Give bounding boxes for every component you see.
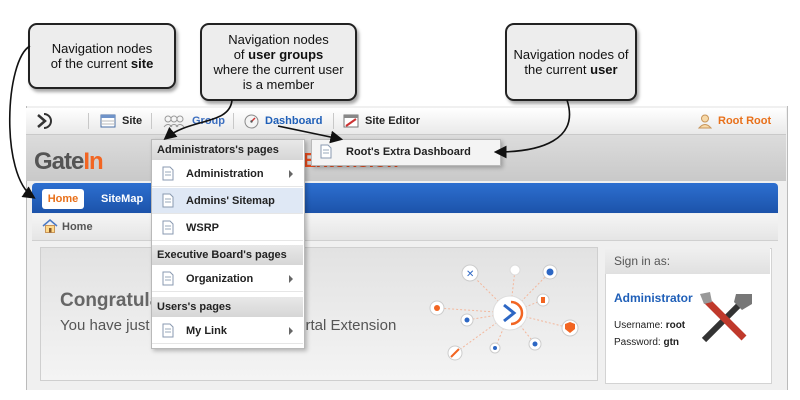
menu-item-label: WSRP bbox=[186, 222, 219, 234]
dashboard-dropdown-item[interactable]: Root's Extra Dashboard bbox=[311, 139, 501, 166]
toolbar-site-button[interactable]: Site bbox=[100, 108, 142, 134]
page-icon bbox=[162, 271, 174, 286]
group-icon bbox=[163, 115, 185, 128]
toolbar-site-editor-button[interactable]: Site Editor bbox=[343, 108, 420, 134]
toolbar-dashboard-button[interactable]: Dashboard bbox=[244, 108, 322, 134]
site-editor-icon bbox=[343, 114, 359, 128]
toolbar-divider bbox=[233, 113, 234, 129]
menu-item-my-link[interactable]: My Link bbox=[152, 318, 303, 344]
gatein-logo: GateIn bbox=[34, 148, 104, 176]
dashboard-icon bbox=[244, 114, 259, 128]
toolbar-user-label: Root Root bbox=[718, 115, 772, 127]
signin-header: Sign in as: bbox=[605, 248, 770, 274]
site-icon bbox=[100, 114, 116, 128]
signin-password: Password: gtn bbox=[614, 337, 680, 348]
gatein-hub-graphic: ✕ bbox=[429, 264, 579, 361]
gatein-swirl-icon bbox=[37, 113, 52, 129]
menu-section-header: Executive Board's pages bbox=[152, 245, 303, 265]
callout-groups-bold: user groups bbox=[248, 47, 324, 62]
signin-username: Username: root bbox=[614, 320, 686, 331]
submenu-arrow-icon bbox=[289, 275, 293, 283]
page-icon bbox=[162, 323, 174, 338]
callout-user-line1: Navigation nodes of bbox=[513, 47, 629, 62]
nav-sitemap-tab[interactable]: SiteMap bbox=[101, 193, 144, 205]
logo-text-a: Gate bbox=[34, 148, 84, 175]
toolbar-divider bbox=[151, 113, 152, 129]
callout-site: Navigation nodes of the current site bbox=[28, 23, 176, 89]
toolbar-user-button[interactable]: Root Root bbox=[698, 108, 771, 134]
menu-item-label: Administration bbox=[186, 168, 264, 180]
callout-site-bold: site bbox=[130, 56, 154, 71]
toolbar-dashboard-label: Dashboard bbox=[265, 115, 323, 127]
svg-text:✕: ✕ bbox=[466, 269, 474, 280]
callout-user-line2: the current bbox=[524, 62, 591, 77]
callout-site-line2: of the current bbox=[50, 56, 131, 71]
toolbar-site-label: Site bbox=[122, 115, 143, 127]
menu-item-admins-sitemap[interactable]: Admins' Sitemap bbox=[152, 188, 303, 214]
callout-groups-line4: is a member bbox=[242, 77, 315, 92]
top-toolbar bbox=[26, 108, 786, 135]
callout-groups-line3: where the current user bbox=[213, 62, 344, 77]
toolbar-site-editor-label: Site Editor bbox=[365, 115, 421, 127]
menu-section-header: Administrators's pages bbox=[152, 140, 303, 160]
menu-item-organization[interactable]: Organization bbox=[152, 266, 303, 292]
home-icon bbox=[42, 219, 58, 233]
menu-item-label: My Link bbox=[186, 325, 227, 337]
callout-site-line1: Navigation nodes bbox=[51, 41, 153, 56]
signin-header-text: Sign in as: bbox=[614, 254, 671, 268]
menu-item-wsrp[interactable]: WSRP bbox=[152, 215, 303, 241]
menu-section-header: Users's pages bbox=[152, 297, 303, 317]
gatein-logo-button[interactable] bbox=[34, 108, 54, 134]
callout-groups-line2: of bbox=[233, 47, 249, 62]
submenu-arrow-icon bbox=[289, 327, 293, 335]
nav-home-tab[interactable]: Home bbox=[42, 189, 84, 209]
menu-item-administration[interactable]: Administration bbox=[152, 161, 303, 187]
page-icon bbox=[320, 144, 332, 159]
callout-groups: Navigation nodes of user groups where th… bbox=[200, 23, 357, 101]
page-icon bbox=[162, 193, 174, 208]
page-icon bbox=[162, 166, 174, 181]
menu-item-label: Organization bbox=[186, 273, 254, 285]
callout-groups-line1: Navigation nodes bbox=[228, 32, 329, 47]
submenu-arrow-icon bbox=[289, 170, 293, 178]
toolbar-divider bbox=[333, 113, 334, 129]
callout-user-bold: user bbox=[590, 62, 618, 77]
user-icon bbox=[698, 114, 712, 128]
dashboard-item-label: Root's Extra Dashboard bbox=[346, 146, 471, 158]
toolbar-divider bbox=[88, 113, 89, 129]
logo-text-b: In bbox=[83, 148, 103, 175]
tools-icon bbox=[700, 292, 752, 343]
menu-item-label: Admins' Sitemap bbox=[186, 195, 275, 207]
page-icon bbox=[162, 220, 174, 235]
callout-user: Navigation nodes of the current user bbox=[505, 23, 637, 101]
signin-admin-link[interactable]: Administrator bbox=[614, 291, 693, 305]
breadcrumb-home-link[interactable]: Home bbox=[62, 221, 93, 233]
